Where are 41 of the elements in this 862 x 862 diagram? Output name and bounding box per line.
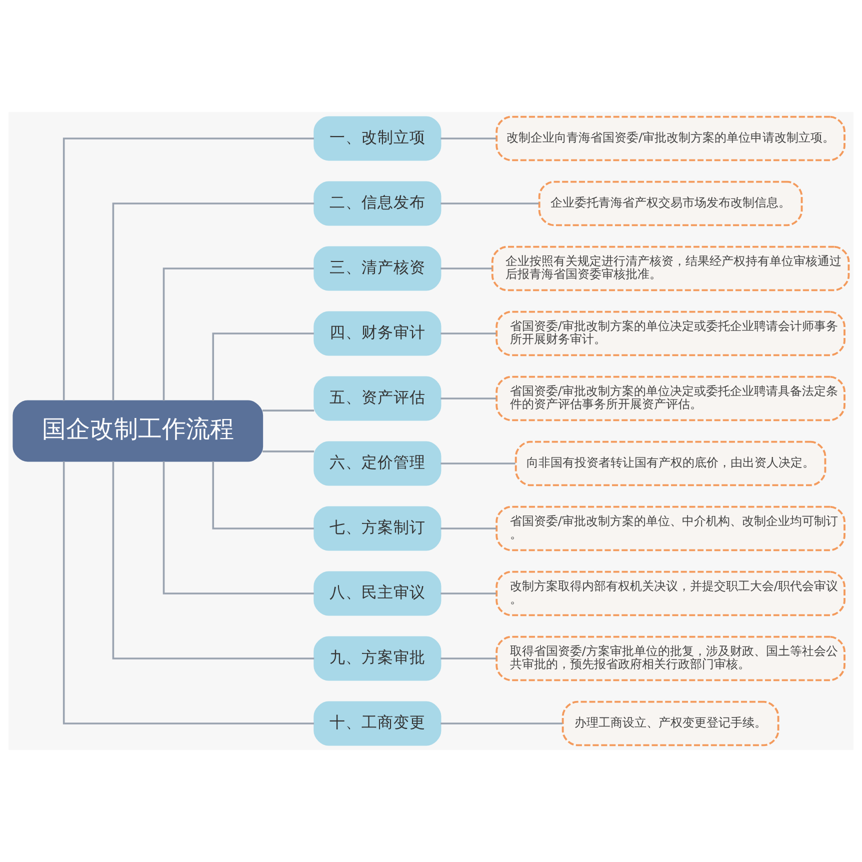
connector (440, 722, 562, 724)
node-box: 四、财务审计 (314, 311, 442, 356)
node-box: 企业按照有关规定进行清产核资，结果经产权持有单位审核通过后报青海省国资委审核批准。 (491, 246, 850, 292)
node-box: 办理工商设立、产权变更登记手续。 (562, 700, 780, 746)
connector (262, 410, 314, 412)
node-box: 七、方案制订 (314, 506, 442, 551)
connector (440, 202, 539, 204)
connector (162, 461, 314, 594)
node-box: 十、工商变更 (314, 701, 442, 746)
connector (112, 461, 314, 660)
node-box: 取得省国资委/方案审批单位的批复，涉及财政、国土等社会公共审批的，预先报省政府相关行政部门审核。 (496, 636, 846, 682)
connector (212, 461, 314, 530)
node-box: 八、民主审议 (314, 571, 442, 616)
node-box: 企业委托青海省产权交易市场发布改制信息。 (538, 180, 803, 226)
node-box: 国企改制工作流程 (12, 400, 264, 462)
node-box: 省国资委/审批改制方案的单位、中介机构、改制企业均可制订。 (496, 506, 846, 552)
connector (440, 528, 496, 530)
connector (262, 450, 314, 452)
node-box: 改制企业向青海省国资委/审批改制方案的单位申请改制立项。 (496, 116, 846, 162)
node-box: 九、方案审批 (314, 636, 442, 681)
node-box: 改制方案取得内部有权机关决议，并提交职工大会/职代会审议。 (496, 570, 846, 616)
node-box: 二、信息发布 (314, 181, 442, 226)
connector (440, 658, 496, 660)
connector (440, 332, 496, 334)
node-box: 六、定价管理 (314, 441, 442, 486)
connector (112, 202, 314, 401)
connector (440, 138, 496, 140)
node-box: 省国资委/审批改制方案的单位决定或委托企业聘请具备法定条件的资产评估事务所开展资产评估。 (496, 376, 846, 422)
connector (162, 268, 314, 401)
connector (440, 268, 492, 270)
connector (440, 592, 496, 594)
node-box: 省国资委/审批改制方案的单位决定或委托企业聘请会计师事务所开展财务审计。 (496, 310, 846, 356)
node-box: 向非国有投资者转让国有产权的底价，由出资人决定。 (514, 440, 826, 486)
connector (62, 138, 314, 401)
node-box: 三、清产核资 (314, 246, 442, 291)
node-box: 五、资产评估 (314, 376, 442, 421)
connector (62, 461, 314, 724)
connector (440, 462, 516, 464)
connector (440, 398, 496, 400)
connector (212, 332, 314, 401)
node-box: 一、改制立项 (314, 116, 442, 161)
